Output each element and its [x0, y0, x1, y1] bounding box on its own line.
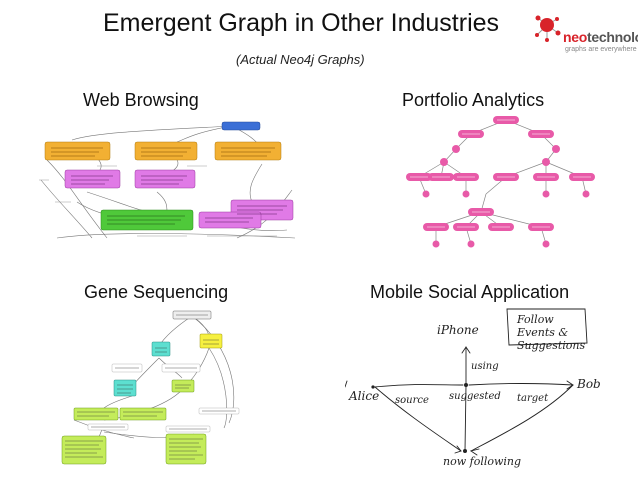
slide-title: Emergent Graph in Other Industries — [103, 9, 500, 37]
portfolio-analytics-graph — [396, 112, 606, 254]
gene-sequencing-graph-svg — [61, 310, 240, 465]
web-browsing-graph-svg — [39, 121, 295, 239]
portfolio-analytics-graph-svg — [406, 116, 595, 248]
label-portfolio-analytics: Portfolio Analytics — [402, 90, 545, 110]
slide-subtitle: (Actual Neo4j Graphs) — [236, 52, 365, 67]
label-mobile-social-application: Mobile Social Application — [370, 282, 570, 302]
logo-wordmark: neotechnology — [563, 29, 638, 45]
logo-tagline: graphs are everywhere — [565, 46, 637, 53]
sketch-target-label: target — [517, 393, 549, 404]
label-gene-sequencing: Gene Sequencing — [84, 282, 229, 302]
mobile-social-sketch: Follow Events & Suggestions iPhone using… — [345, 303, 635, 473]
label-web-browsing: Web Browsing — [83, 90, 199, 110]
sketch-suggested-label: suggested — [449, 391, 501, 402]
sketch-bob-label: Bob — [577, 377, 601, 391]
sketch-now-following-label: now following — [443, 455, 522, 468]
mobile-social-sketch-svg — [345, 308, 588, 456]
gene-sequencing-graph — [54, 308, 240, 466]
sketch-using-label: using — [471, 361, 499, 372]
logo-wordmark-technology: technology — [587, 29, 638, 45]
sketch-note: Follow Events & Suggestions — [517, 313, 586, 352]
logo-wordmark-neo: neo — [563, 29, 587, 45]
sketch-source-label: source — [395, 395, 429, 406]
logo-graph-icon — [535, 15, 561, 42]
neotechnology-logo: neotechnology graphs are everywhere — [533, 13, 638, 65]
sketch-iphone-label: iPhone — [437, 323, 479, 337]
web-browsing-graph — [37, 120, 295, 240]
sketch-alice-label: Alice — [349, 389, 380, 403]
